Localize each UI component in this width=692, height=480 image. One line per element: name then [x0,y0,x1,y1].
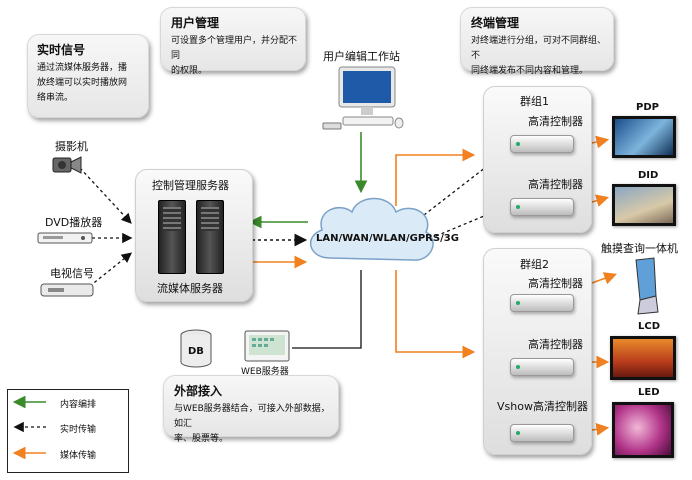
tv-tuner-icon [40,283,94,297]
group2-panel [483,248,592,455]
group2-controller-2-icon [510,358,574,376]
web-server-label: WEB服务器 [241,367,289,377]
legend-content-label: 内容编排 [60,400,97,410]
terminal-management-title: 终端管理 [471,16,520,30]
group2-controller-3-label: Vshow高清控制器 [497,400,588,413]
did-label: DID [638,170,659,181]
live-signal-text: 通过流媒体服务器，播放终端可以实时播放网络串流。 [37,63,128,103]
group1-controller-1-icon [510,135,574,153]
workstation-label: 用户编辑工作站 [323,50,400,63]
did-screen-icon [612,184,676,226]
db-label: DB [188,346,204,357]
lcd-label: LCD [638,321,661,332]
control-server-label: 控制管理服务器 [152,179,229,192]
group1-title: 群组1 [520,95,549,108]
external-access-text: 与WEB服务器结合，可接入外部数据，如汇率、股票等。 [174,404,330,444]
camera-icon [52,156,82,174]
group1-controller-2-icon [510,198,574,216]
lcd-screen-icon [610,336,676,380]
streaming-server-label: 流媒体服务器 [157,282,223,295]
terminal-management-note: 终端管理 对终端进行分组，可对不同群组、不同终端发布不同内容和管理。 [460,7,614,76]
workstation-icon [322,66,404,130]
camera-to-server-line [79,167,132,224]
group1-controller-1-label: 高清控制器 [528,115,583,128]
pdp-screen-icon [612,116,676,158]
led-label: LED [638,387,660,398]
cloud-to-group2-line [395,270,476,359]
web-server-icon [244,330,290,362]
group1-controller-2-label: 高清控制器 [528,178,583,191]
group2-controller-2-label: 高清控制器 [528,338,583,351]
dvd-label: DVD播放器 [45,216,103,229]
kiosk-icon [635,257,659,315]
external-access-note: 外部接入 与WEB服务器结合，可接入外部数据，如汇率、股票等。 [163,375,339,444]
legend-realtime-label: 实时传输 [60,425,97,435]
group2-controller-3-icon [510,424,574,442]
dvd-player-icon [37,232,93,244]
group2-title: 群组2 [520,258,549,271]
legend-media-line [12,447,46,459]
camera-label: 摄影机 [55,140,88,153]
pdp-label: PDP [636,102,659,113]
network-cloud-icon [310,197,434,261]
network-label: LAN/WAN/WLAN/GPRS/3G [316,233,459,244]
terminal-management-text: 对终端进行分组，可对不同群组、不同终端发布不同内容和管理。 [471,36,607,76]
cloud-to-group1-dotted-b [435,204,511,237]
live-signal-title: 实时信号 [37,43,86,57]
external-access-title: 外部接入 [174,384,223,398]
tv-to-server-line [84,252,133,291]
group2-controller-1-label: 高清控制器 [528,277,583,290]
cloud-to-group1-line [395,148,476,206]
legend-box [7,389,129,473]
cloud-to-web-line [292,270,362,349]
user-management-text: 可设置多个管理用户，并分配不同的权限。 [171,36,298,76]
database-icon [180,329,212,368]
user-management-title: 用户管理 [171,16,220,30]
server-tower-1-icon [158,200,186,274]
group2-controller-1-icon [510,294,574,312]
led-screen-icon [612,402,674,458]
live-signal-note: 实时信号 通过流媒体服务器，播放终端可以实时播放网络串流。 [27,34,149,118]
tv-signal-label: 电视信号 [50,267,94,280]
legend-media-label: 媒体传输 [60,451,97,461]
kiosk-label: 触摸查询一体机 [601,242,678,255]
legend-content-line [12,396,46,408]
server-panel [135,169,253,302]
server-tower-2-icon [196,200,224,274]
user-management-note: 用户管理 可设置多个管理用户，并分配不同的权限。 [160,7,306,76]
legend-realtime-line [13,421,46,433]
